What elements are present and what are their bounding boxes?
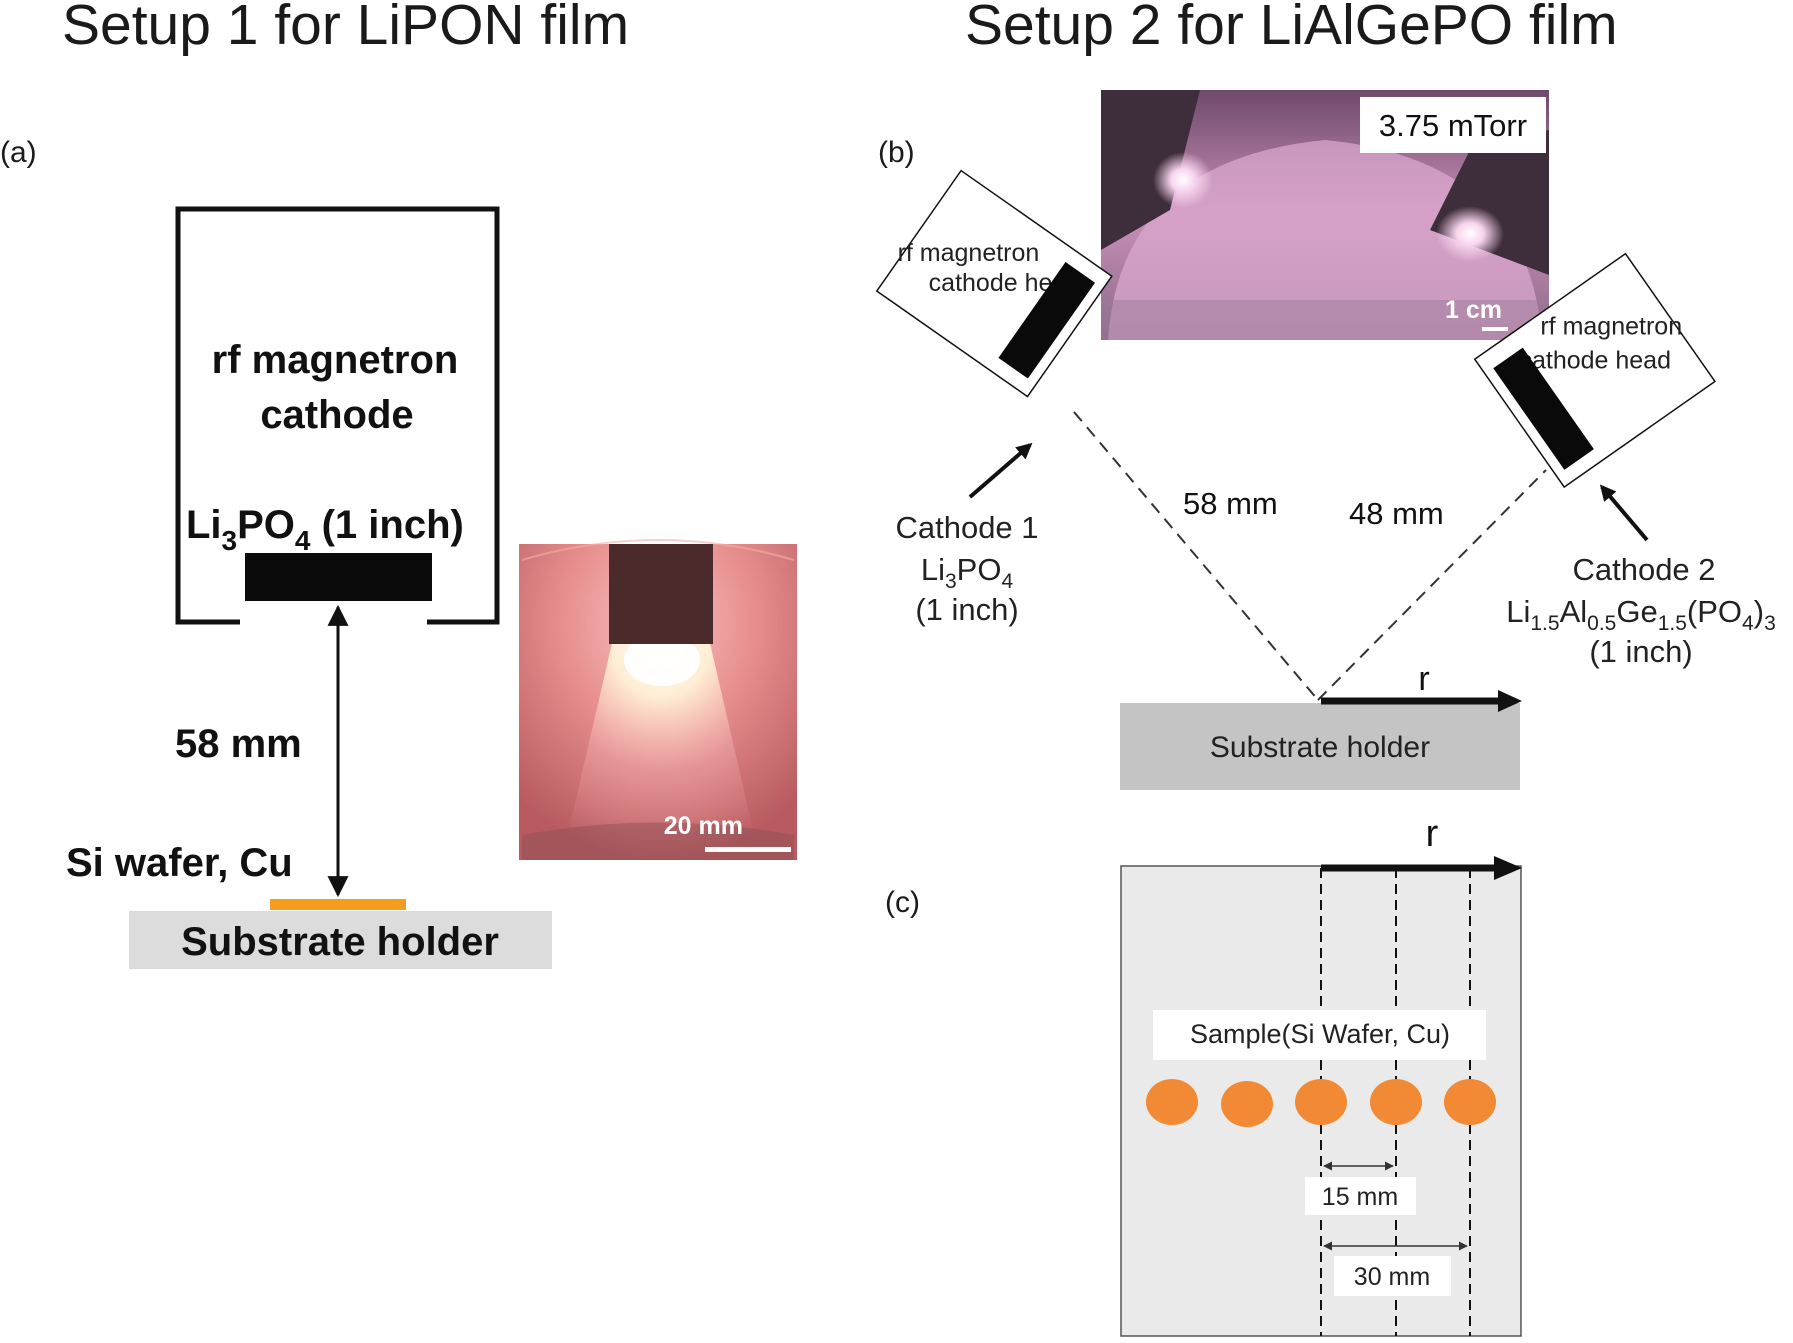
cathode-head-2-label-line1: rf magnetron — [1540, 312, 1682, 340]
photo-scale-bar — [1482, 327, 1508, 331]
cathode-2-target — [1493, 347, 1594, 470]
plasma-photo-setup1: 20 mm — [519, 539, 797, 860]
substrate-holder-b-label: Substrate holder — [1210, 731, 1430, 764]
photo-scale-label: 1 cm — [1445, 296, 1502, 324]
r-axis-arrowhead-c — [1494, 856, 1522, 880]
cathode-head-1: rf magnetron cathode head — [875, 169, 1113, 398]
target-label: Li3PO4 (1 inch) — [186, 503, 464, 556]
chamber-arc — [521, 539, 795, 561]
cathode-2-size: (1 inch) — [1589, 634, 1692, 669]
spacing-15mm-box — [1305, 1177, 1416, 1215]
cathode-1-size: (1 inch) — [915, 592, 1018, 627]
panel-label-b: (b) — [878, 136, 915, 169]
r-axis-label-c: r — [1426, 813, 1439, 855]
cathode-in-photo — [609, 544, 713, 644]
sample-label-box — [1153, 1010, 1486, 1060]
r-axis-arrowhead-b — [1498, 690, 1522, 712]
cathode-1-pointer-arrow — [968, 442, 1033, 499]
cathode1-shape — [1101, 90, 1200, 250]
sample-dot — [1370, 1079, 1422, 1125]
setup2-title: Setup 2 for LiAlGePO film — [965, 0, 1618, 57]
sample-dot — [1295, 1079, 1347, 1125]
substrate-holder-label: Substrate holder — [181, 920, 499, 964]
chamber-dome — [1108, 140, 1542, 340]
sample-label: Sample(Si Wafer, Cu) — [1190, 1019, 1450, 1049]
sample-layout-c: r Sample(Si Wafer, Cu) 15 mm 30 mm — [1120, 813, 1522, 1337]
photo-floor — [1101, 300, 1549, 340]
plasma-plume — [562, 643, 760, 860]
panel-label-c: (c) — [885, 886, 920, 919]
glow-spot-2 — [1436, 206, 1504, 262]
path-48mm — [1317, 469, 1547, 701]
cathode-head-2: rf magnetron cathode head — [1473, 252, 1716, 489]
cathode-head-2-label-line2: cathode head — [1519, 346, 1671, 374]
cathode-2-label: Cathode 2 — [1572, 552, 1715, 587]
substrate-holder-b — [1120, 703, 1520, 790]
cathode-housing — [175, 206, 500, 625]
setup1-diagram: rf magnetron cathode Li3PO4 (1 inch) 58 … — [66, 206, 552, 969]
cathode-2-formula: Li1.5Al0.5Ge1.5(PO4)3 — [1506, 594, 1776, 635]
cathode-1-label: Cathode 1 — [895, 510, 1038, 545]
photo-scale-label: 20 mm — [664, 812, 743, 840]
r-axis-label-b: r — [1418, 660, 1429, 698]
spacing-30mm-label: 30 mm — [1354, 1263, 1430, 1291]
path-58mm — [1073, 411, 1319, 701]
cathode-1-formula: Li3PO4 — [921, 552, 1014, 593]
cathode-head-1-label-line1: rf magnetron — [898, 239, 1040, 267]
sample-dot — [1146, 1079, 1198, 1125]
spacing-30mm-box — [1334, 1256, 1451, 1296]
cathode-1-target — [998, 262, 1096, 379]
distance-48mm-label: 48 mm — [1349, 496, 1444, 531]
cathode-2-pointer-arrow — [1599, 484, 1649, 542]
li3po4-target — [245, 553, 432, 601]
cathode-head-2-outline — [1473, 252, 1716, 489]
cathode-label-line2: cathode — [260, 393, 413, 437]
pressure-label: 3.75 mTorr — [1379, 108, 1527, 143]
plasma-photo-setup2: 3.75 mTorr 1 cm — [1101, 90, 1549, 340]
si-wafer-strip — [270, 899, 406, 910]
distance-58mm-label: 58 mm — [1183, 486, 1278, 521]
glow-spot-1 — [1153, 152, 1213, 208]
substrate-holder — [129, 911, 552, 969]
setup1-title: Setup 1 for LiPON film — [62, 0, 629, 57]
spacing-15mm-label: 15 mm — [1322, 1183, 1398, 1211]
sample-dot — [1221, 1081, 1273, 1127]
panel-label-a: (a) — [0, 136, 37, 169]
sample-label: Si wafer, Cu — [66, 841, 293, 885]
distance-label: 58 mm — [175, 722, 302, 766]
photo-scale-bar — [705, 847, 791, 852]
pressure-box — [1360, 97, 1546, 153]
cathode-label-line1: rf magnetron — [212, 338, 459, 382]
sample-dot — [1444, 1079, 1496, 1125]
plasma-core — [624, 634, 700, 686]
